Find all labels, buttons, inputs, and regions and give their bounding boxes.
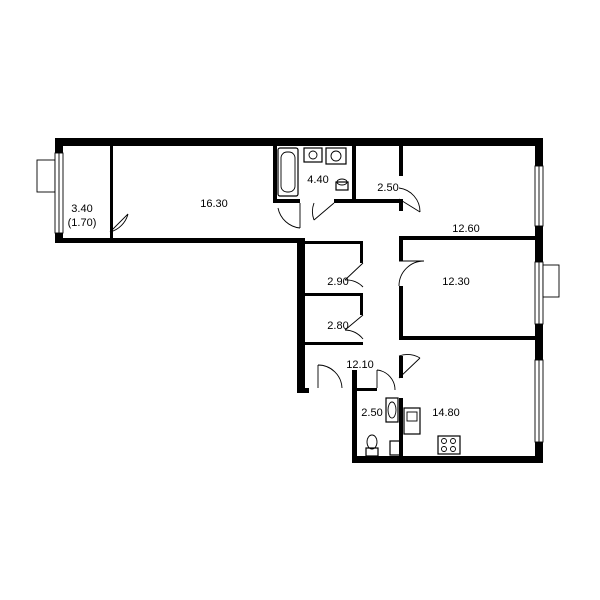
room-area-storage-1: 2.90 bbox=[327, 276, 348, 288]
washbasin-bottom-icon bbox=[385, 397, 399, 423]
room-area-wc-bottom: 2.50 bbox=[361, 407, 382, 419]
room-area-living: 16.30 bbox=[200, 198, 228, 210]
utility-stand-icon bbox=[389, 440, 401, 456]
doors bbox=[109, 187, 425, 391]
room-area-hall: 12.10 bbox=[346, 359, 374, 371]
sink-icon bbox=[303, 147, 323, 163]
room-area-kitchen: 14.80 bbox=[432, 407, 460, 419]
room-area-balcony: 3.40 bbox=[71, 203, 92, 215]
toilet-bottom-icon bbox=[365, 434, 379, 457]
bathtub-icon bbox=[277, 147, 299, 197]
room-area-bath: 4.40 bbox=[307, 174, 328, 186]
balcony-window bbox=[36, 159, 56, 193]
interior-walls bbox=[110, 146, 535, 456]
washing-machine-icon bbox=[325, 147, 347, 165]
room-labels: 3.40 (1.70) 16.30 4.40 2.50 12.60 2.90 1… bbox=[68, 174, 480, 419]
room-area-bedroom-1: 12.60 bbox=[452, 223, 480, 235]
kitchen-sink-icon bbox=[403, 407, 421, 435]
exterior-walls bbox=[55, 138, 543, 463]
windows bbox=[36, 152, 560, 443]
room-area-bedroom-2: 12.30 bbox=[442, 276, 470, 288]
stove-icon bbox=[437, 435, 461, 455]
room-area-storage-2: 2.80 bbox=[327, 320, 348, 332]
room-area-wc-top: 2.50 bbox=[377, 182, 398, 194]
room-area-balcony-sub: (1.70) bbox=[68, 217, 97, 229]
toilet-icon bbox=[335, 178, 349, 191]
